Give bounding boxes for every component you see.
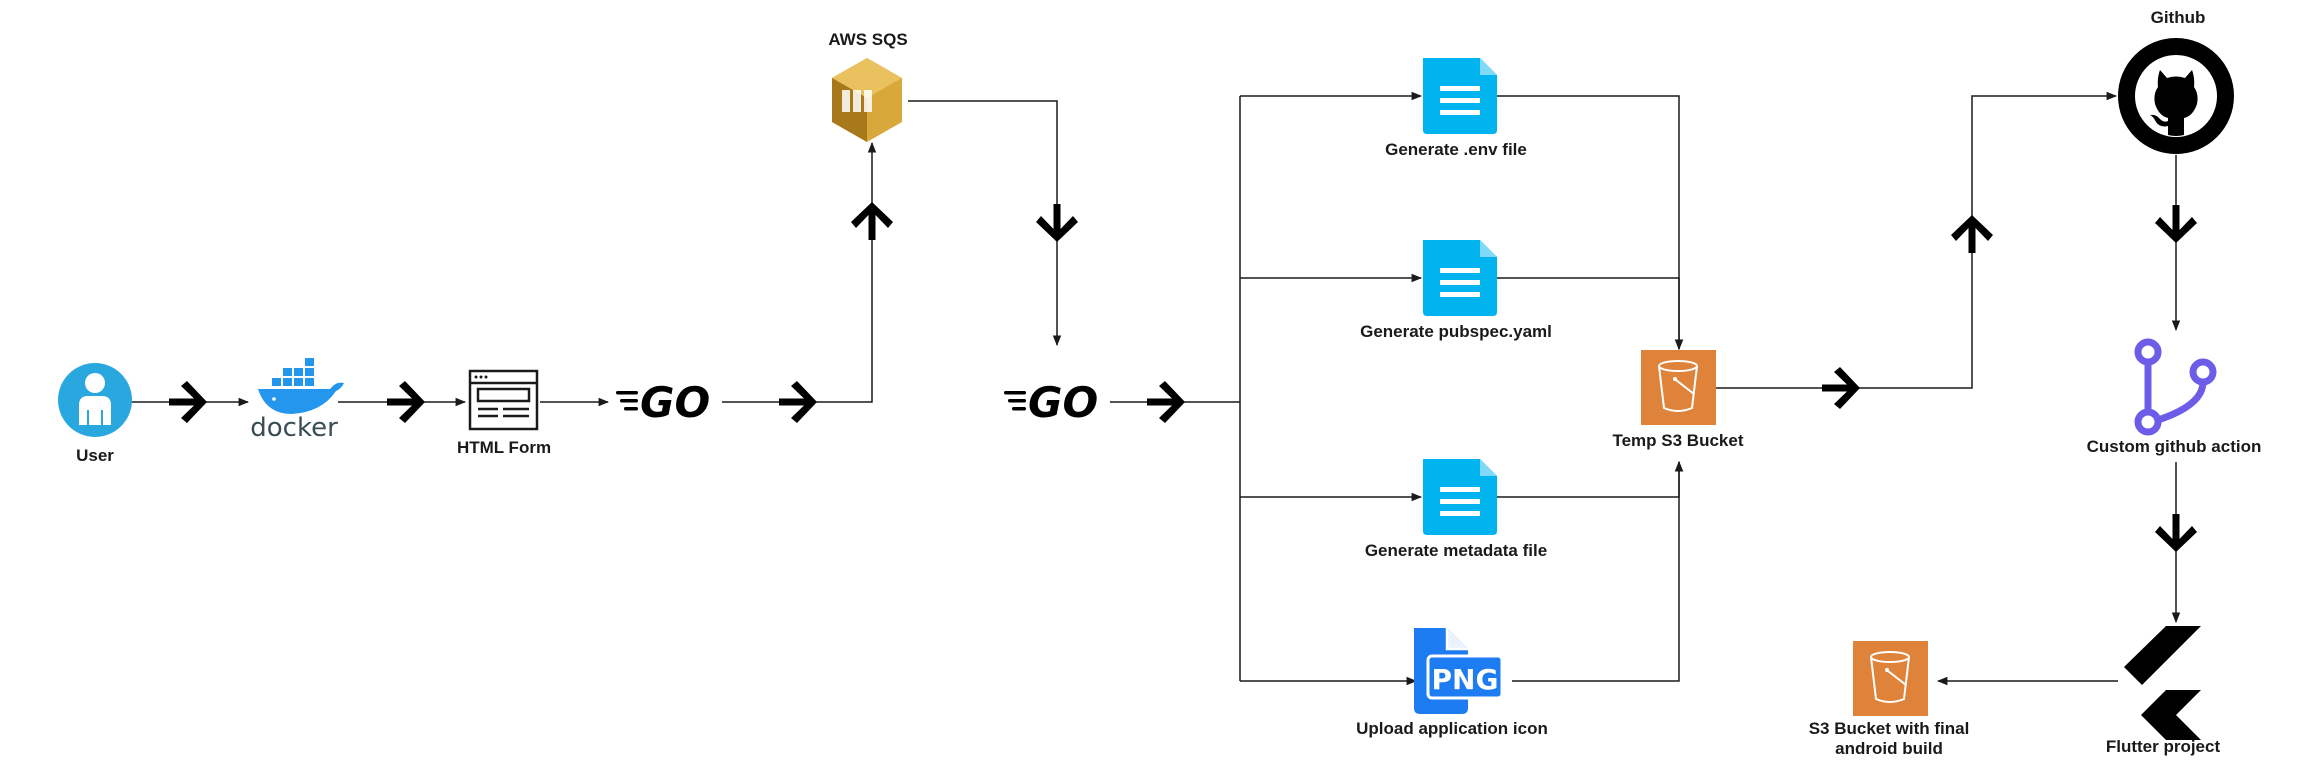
png-badge-label: PNG [1432,663,1499,696]
arrow-right-icon [169,381,207,423]
flow-arrows [169,202,2197,552]
node-temp-s3-bucket: Temp S3 Bucket [1612,350,1744,450]
edge-upload-bucket [1512,460,1684,682]
node-final-s3-bucket: S3 Bucket with final android build [1809,641,1970,758]
label-user: User [76,446,114,465]
document-icon [1423,58,1497,134]
label-docker: docker [250,413,338,443]
label-flutter-project: Flutter project [2106,737,2221,756]
label-final-s3-bucket-line2: android build [1835,739,1943,758]
edge-bucket-github [1716,91,2118,389]
user-icon [58,363,132,437]
label-html-form: HTML Form [457,438,551,457]
go-logo-icon [616,391,638,411]
label-temp-s3-bucket: Temp S3 Bucket [1612,431,1743,450]
arrow-up-icon [1951,215,1993,253]
node-upload-icon: PNG Upload application icon [1356,628,1548,738]
node-custom-github-action: Custom github action [2087,338,2262,456]
node-github: Github [2118,8,2234,154]
node-aws-sqs: AWS SQS [828,30,908,142]
node-user: User [58,363,132,465]
aws-sqs-icon [832,58,902,142]
s3-bucket-icon [1641,350,1716,425]
node-generate-env: Generate .env file [1385,58,1527,159]
label-aws-sqs: AWS SQS [828,30,907,49]
edge-env-bucket [1497,95,1684,351]
label-custom-github-action: Custom github action [2087,437,2262,456]
flutter-icon [2124,626,2201,740]
docker-whale-icon [258,358,344,414]
github-icon [2118,38,2234,154]
edges [128,91,2181,686]
edge-go-sqs [722,141,877,403]
arrow-right-icon [779,381,817,423]
git-branch-icon [2134,338,2217,436]
node-docker: docker [250,358,344,443]
label-final-s3-bucket-line1: S3 Bucket with final [1809,719,1970,738]
label-generate-metadata: Generate metadata file [1365,541,1547,560]
label-generate-pubspec: Generate pubspec.yaml [1360,322,1552,341]
go-logo-icon [1004,391,1026,411]
edge-metadata-bucket [1497,460,1684,498]
arrow-down-icon [2155,205,2197,243]
node-generate-pubspec: Generate pubspec.yaml [1360,240,1552,341]
label-github: Github [2151,8,2206,27]
arrow-right-icon [1147,381,1185,423]
label-generate-env: Generate .env file [1385,140,1527,159]
png-file-icon: PNG [1414,628,1504,714]
node-flutter-project: Flutter project [2106,626,2221,756]
document-icon [1423,240,1497,316]
label-go-producer: GO [640,378,710,427]
node-generate-metadata: Generate metadata file [1365,459,1547,560]
edge-sqs-go [908,100,1062,347]
s3-bucket-icon [1853,641,1928,716]
document-icon [1423,459,1497,535]
label-go-consumer: GO [1028,378,1098,427]
arrow-right-icon [1822,367,1860,409]
arrow-up-icon [851,202,893,240]
node-go-consumer: GO [1004,378,1098,427]
arrow-right-icon [387,381,425,423]
arrow-down-icon [1036,204,1078,242]
edge-pubspec-bucket [1497,277,1684,351]
label-upload-icon: Upload application icon [1356,719,1548,738]
node-go-producer: GO [616,378,710,427]
arrow-down-icon [2155,514,2197,552]
browser-form-icon [468,369,539,431]
node-html-form: HTML Form [457,369,551,457]
